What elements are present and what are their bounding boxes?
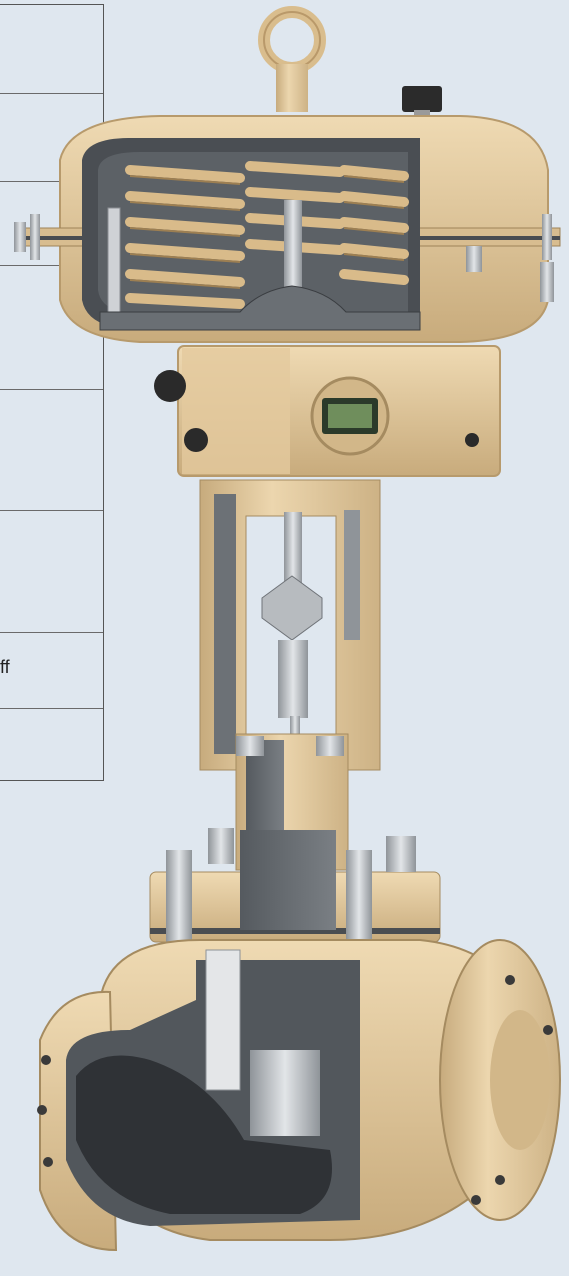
table-divider (0, 389, 103, 390)
yoke (199, 479, 381, 771)
spec-table: ff (0, 4, 104, 781)
table-divider (0, 181, 103, 182)
valve-body (37, 939, 561, 1252)
stem-coupling (261, 575, 323, 641)
cable-gland-icon (154, 370, 186, 402)
actuator-stem (284, 200, 302, 310)
table-divider (0, 708, 103, 709)
valve-stem (284, 512, 302, 592)
actuator-springs (125, 161, 409, 309)
table-divider (0, 510, 103, 511)
table-cell-text: ff (0, 657, 10, 677)
positioner (154, 345, 501, 477)
lifting-eye (258, 6, 326, 112)
table-divider (0, 93, 103, 94)
vent-cap (402, 86, 442, 112)
table-divider (0, 632, 103, 633)
table-divider (0, 265, 103, 266)
body-flange (149, 828, 441, 970)
